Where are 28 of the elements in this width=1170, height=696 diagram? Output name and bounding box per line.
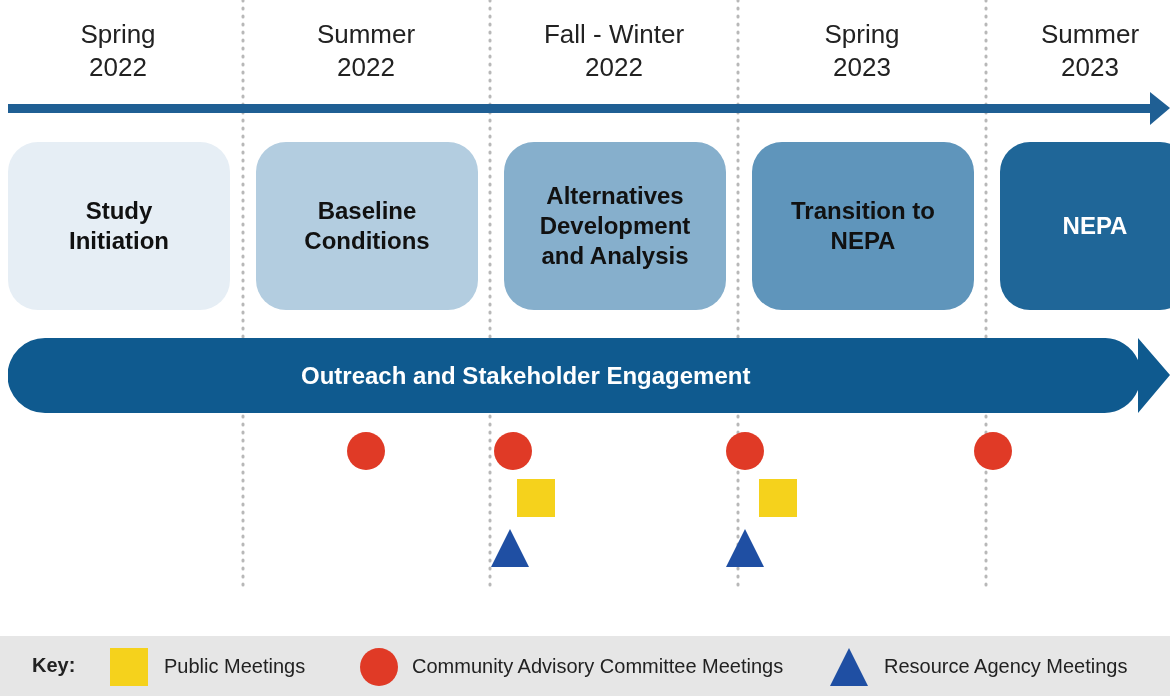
- phase-title: NEPA: [1061, 211, 1129, 241]
- period-label: Summer 2023: [1039, 18, 1141, 84]
- phase-title: Alternatives Development and Analysis: [538, 181, 692, 271]
- legend-text: Community Advisory Committee Meetings: [412, 655, 784, 678]
- period-label: Spring 2023: [823, 18, 901, 84]
- phase-box: [8, 142, 230, 310]
- square-marker: [517, 479, 555, 517]
- legend-text: Resource Agency Meetings: [884, 655, 1128, 678]
- band-title: Outreach and Stakeholder Engagement: [301, 361, 751, 390]
- phase-box: [504, 142, 726, 310]
- phase-box: [752, 142, 974, 310]
- legend-text: Public Meetings: [164, 655, 306, 678]
- period-label: Spring 2022: [79, 18, 157, 84]
- circle-marker: [494, 432, 532, 470]
- phase-box: [256, 142, 478, 310]
- circle-marker: [726, 432, 764, 470]
- triangle-marker: [491, 529, 529, 567]
- phase-title: Baseline Conditions: [303, 196, 431, 256]
- period-label: Summer 2022: [315, 18, 417, 84]
- circle-marker: [347, 432, 385, 470]
- triangle-marker: [726, 529, 764, 567]
- phase-title: Transition to NEPA: [790, 196, 936, 256]
- phase-box: [1000, 142, 1170, 310]
- circle-marker: [974, 432, 1012, 470]
- period-label: Fall - Winter 2022: [542, 18, 686, 84]
- square-marker: [759, 479, 797, 517]
- legend-title: Key:: [32, 654, 76, 677]
- phase-title: Study Initiation: [68, 196, 170, 256]
